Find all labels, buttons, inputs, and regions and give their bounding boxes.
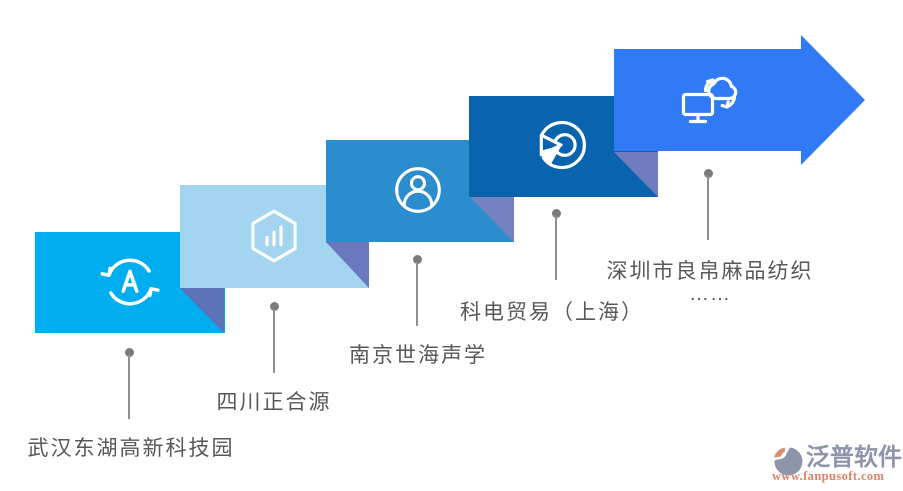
step-label-2: 四川正合源 xyxy=(216,391,332,414)
connector-dot-4 xyxy=(551,208,561,218)
connector-line-5 xyxy=(707,176,709,240)
hexagon-bar-chart-icon xyxy=(251,209,297,263)
watermark-brand-text: 泛普软件 xyxy=(806,444,902,471)
connector-line-1 xyxy=(128,355,130,419)
connector-line-4 xyxy=(555,216,557,280)
connector-dot-5 xyxy=(703,168,713,178)
cloud-computer-sync-icon xyxy=(681,76,738,124)
connector-dot-3 xyxy=(412,254,422,264)
arrow-shape xyxy=(614,35,865,165)
connector-dot-2 xyxy=(269,301,279,311)
logo-accent-wedge xyxy=(774,447,785,458)
step-label-5: 深圳市良帛麻品纺织 xyxy=(606,260,814,283)
step-label-4: 科电贸易（上海） xyxy=(460,301,644,324)
connector-line-3 xyxy=(416,262,418,326)
fanpu-logo-icon xyxy=(774,447,803,476)
refresh-a-icon xyxy=(100,258,160,306)
step-label-5-ellipsis: …… xyxy=(689,283,731,305)
watermark-url-text: www.fanpusoft.com xyxy=(772,469,885,483)
connector-dot-1 xyxy=(124,347,134,357)
pie-play-icon xyxy=(539,121,586,170)
logo-body xyxy=(774,447,803,476)
step-label-1: 武汉东湖高新科技园 xyxy=(27,437,235,460)
step-label-3: 南京世海声学 xyxy=(349,344,487,367)
user-circle-icon xyxy=(395,167,441,213)
connector-line-2 xyxy=(273,309,275,373)
arrow-step-5 xyxy=(614,35,865,165)
